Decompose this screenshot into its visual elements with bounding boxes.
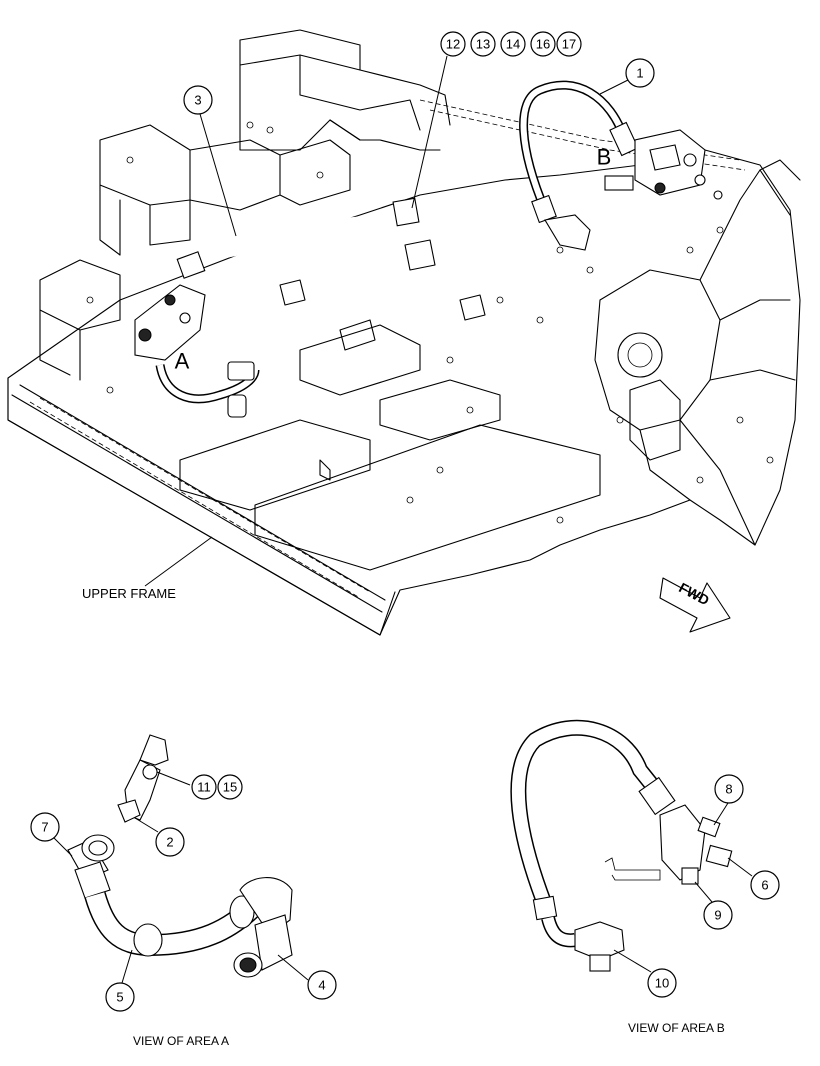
hose-1 <box>519 80 639 251</box>
view-area-b <box>510 719 733 972</box>
svg-text:4: 4 <box>318 978 325 993</box>
svg-text:11: 11 <box>197 780 211 795</box>
svg-text:5: 5 <box>116 990 123 1005</box>
svg-text:10: 10 <box>655 976 669 991</box>
valve-a <box>134 251 260 418</box>
upper-frame-drawing <box>7 29 801 636</box>
svg-text:6: 6 <box>761 878 768 893</box>
upper-frame-label: UPPER FRAME <box>82 586 176 601</box>
svg-text:13: 13 <box>476 37 490 52</box>
svg-text:1: 1 <box>636 66 643 81</box>
svg-text:12: 12 <box>446 37 460 52</box>
view-area-a-caption: VIEW OF AREA A <box>133 1034 229 1048</box>
callout-10: 10 <box>613 949 677 998</box>
svg-text:17: 17 <box>562 37 576 52</box>
callout-9: 9 <box>694 881 733 930</box>
svg-text:8: 8 <box>725 782 732 797</box>
svg-text:9: 9 <box>714 908 721 923</box>
fwd-arrow: FWD <box>659 577 731 633</box>
svg-text:15: 15 <box>223 780 237 795</box>
callout-3: 3 <box>183 85 237 237</box>
callout-11-15: 11 15 <box>191 774 243 800</box>
callout-4: 4 <box>277 954 337 1000</box>
callout-5: 5 <box>105 949 135 1012</box>
callout-6: 6 <box>727 857 780 900</box>
callout-7: 7 <box>30 812 73 857</box>
callout-8: 8 <box>713 774 744 826</box>
valve-b <box>634 129 723 200</box>
callout-group-12-17: 12 13 14 16 17 <box>411 31 582 209</box>
svg-text:14: 14 <box>506 37 520 52</box>
svg-text:3: 3 <box>194 93 201 108</box>
view-area-b-caption: VIEW OF AREA B <box>628 1021 725 1035</box>
callout-2: 2 <box>134 817 185 857</box>
callout-1: 1 <box>599 58 655 95</box>
area-b-letter: B <box>597 145 612 170</box>
area-a-letter: A <box>175 349 190 374</box>
svg-text:16: 16 <box>536 37 550 52</box>
svg-text:2: 2 <box>166 835 173 850</box>
view-area-a <box>67 734 293 978</box>
svg-text:7: 7 <box>41 820 48 835</box>
